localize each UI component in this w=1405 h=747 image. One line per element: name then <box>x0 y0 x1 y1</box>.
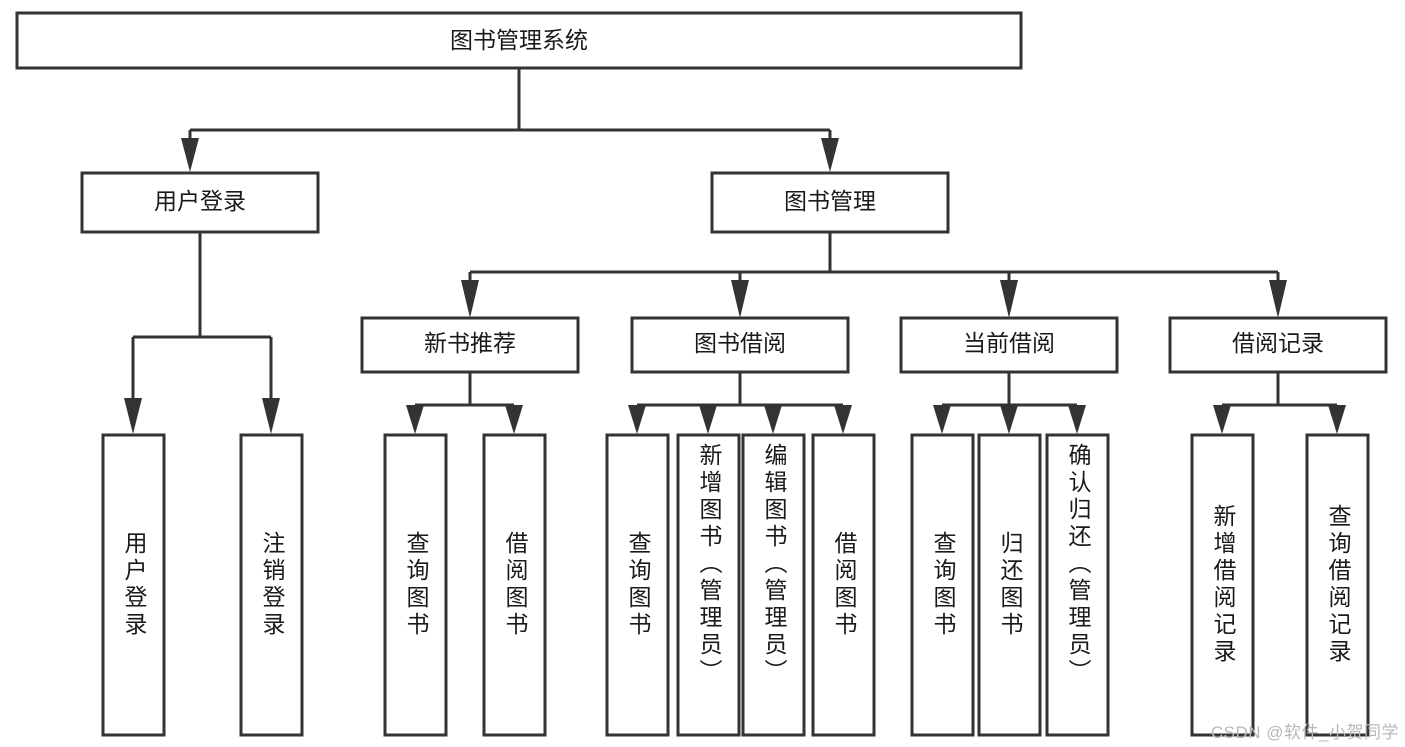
node-book-manage-label: 图书管理 <box>784 188 876 214</box>
connector-book-borrow-to-leaves <box>628 372 852 434</box>
watermark-text: CSDN @软件_小贺同学 <box>1210 723 1399 742</box>
leaf-box-query-record[interactable] <box>1305 433 1370 737</box>
node-root-label: 图书管理系统 <box>450 27 588 53</box>
arrow-head-leaf-confirm-return <box>1068 405 1086 434</box>
connector-borrow-record-to-leaves <box>1213 372 1346 434</box>
leaf-box-query-book-2[interactable] <box>605 433 670 737</box>
node-book-borrow-label: 图书借阅 <box>694 330 786 356</box>
node-book-manage[interactable]: 图书管理 <box>710 171 950 234</box>
arrow-head-leaf-edit-book <box>764 405 782 434</box>
arrow-head-leaf-query-record <box>1328 405 1346 434</box>
node-user-login-box[interactable] <box>80 171 320 234</box>
connector-new-book-recommend-to-leaves <box>406 372 523 434</box>
node-borrow-record[interactable]: 借阅记录 <box>1168 316 1388 374</box>
arrow-head-leaf-return-book <box>1000 405 1018 434</box>
connector-root-to-level2 <box>181 68 839 172</box>
leaf-box-return-book[interactable] <box>977 433 1042 737</box>
leaf-box-edit-book[interactable] <box>741 433 806 737</box>
arrow-head-book-borrow <box>731 280 749 318</box>
connector-current-borrow-to-leaves <box>933 372 1086 434</box>
node-current-borrow-label: 当前借阅 <box>963 330 1055 356</box>
leaf-box-borrow-book-1[interactable] <box>482 433 547 737</box>
node-borrow-record-label: 借阅记录 <box>1232 330 1324 356</box>
leaf-box-user-login[interactable] <box>101 433 166 737</box>
node-borrow-record-box[interactable] <box>1168 316 1388 374</box>
arrow-head-current-borrow <box>1000 280 1018 318</box>
arrow-head-leaf-add-record <box>1213 405 1231 434</box>
node-new-book-recommend-box[interactable] <box>360 316 580 374</box>
node-current-borrow-box[interactable] <box>899 316 1119 374</box>
node-current-borrow[interactable]: 当前借阅 <box>899 316 1119 374</box>
node-user-login[interactable]: 用户登录 <box>80 171 320 234</box>
leaf-box-borrow-book-2[interactable] <box>811 433 876 737</box>
arrow-head-borrow-record <box>1269 280 1287 318</box>
arrow-head-leaf-borrow-book-1 <box>505 405 523 434</box>
node-new-book-recommend-label: 新书推荐 <box>424 330 516 356</box>
connector-book-manage-to-level3 <box>461 232 1287 318</box>
node-user-login-label: 用户登录 <box>154 188 246 214</box>
arrow-head-new-book-recommend <box>461 280 479 318</box>
leaf-box-add-book[interactable] <box>676 433 741 737</box>
arrow-head-leaf-query-book-3 <box>933 405 951 434</box>
node-new-book-recommend[interactable]: 新书推荐 <box>360 316 580 374</box>
node-book-borrow-box[interactable] <box>630 316 850 374</box>
leaf-box-logout[interactable] <box>239 433 304 737</box>
leaf-box-add-record[interactable] <box>1190 433 1255 737</box>
arrow-head-leaf-borrow-book-2 <box>834 405 852 434</box>
arrow-head-user-login <box>181 138 199 172</box>
connector-user-login-to-leaves <box>124 232 280 434</box>
leaf-box-query-book-1[interactable] <box>383 433 448 737</box>
arrow-head-leaf-logout <box>262 398 280 434</box>
leaf-box-query-book-3[interactable] <box>910 433 975 737</box>
node-book-borrow[interactable]: 图书借阅 <box>630 316 850 374</box>
arrow-head-leaf-query-book-2 <box>628 405 646 434</box>
arrow-head-leaf-user-login <box>124 398 142 434</box>
node-root-box[interactable] <box>15 11 1023 70</box>
arrow-head-book-manage <box>821 138 839 172</box>
leaf-box-confirm-return[interactable] <box>1045 433 1110 737</box>
arrow-head-leaf-add-book <box>699 405 717 434</box>
node-book-manage-box[interactable] <box>710 171 950 234</box>
node-root[interactable]: 图书管理系统 <box>15 11 1023 70</box>
arrow-head-leaf-query-book-1 <box>406 405 424 434</box>
